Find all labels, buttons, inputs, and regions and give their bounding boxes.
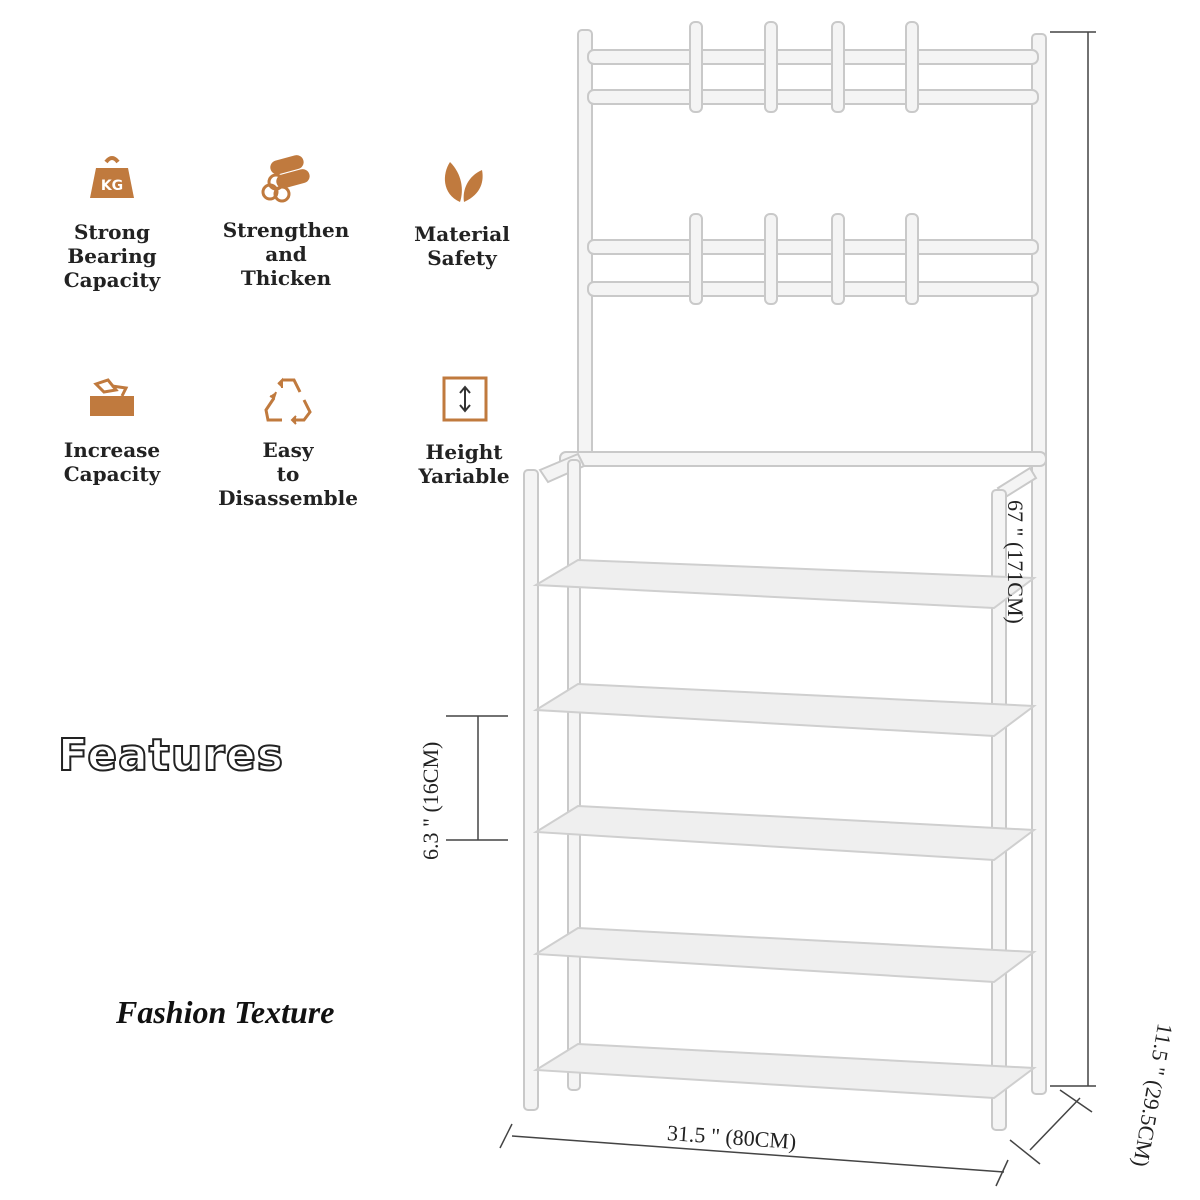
features-title: Features [57, 729, 284, 782]
feature-label: Material Safety [414, 222, 510, 270]
feature-strengthen: Strengthen and Thicken [206, 150, 366, 290]
feature-label: Strong Bearing Capacity [63, 220, 161, 292]
logs-icon [261, 155, 310, 203]
feature-increase-capacity: Increase Capacity [32, 370, 192, 486]
shelf-gap-dimension-label: 6.3 " (16CM) [418, 741, 443, 860]
feature-label: Easy to Disassemble [218, 438, 358, 510]
fashion-texture-caption: Fashion Texture [116, 994, 335, 1030]
height-arrows-icon [442, 376, 488, 422]
feature-material-safety: Material Safety [382, 154, 542, 270]
kg-text: KG [101, 178, 123, 194]
feature-height-variable: Height Yariable [384, 372, 544, 488]
kg-weight-icon: KG [90, 156, 134, 198]
feature-strong-bearing: KG Strong Bearing Capacity [32, 152, 192, 292]
height-dimension-label: 67 " (171CM) [1003, 500, 1028, 624]
feature-label: Increase Capacity [63, 438, 161, 486]
leaf-icon [444, 162, 483, 202]
recycle-icon [264, 377, 312, 425]
feature-label: Strengthen and Thicken [222, 218, 350, 290]
box-icon [90, 378, 134, 416]
feature-easy-disassemble: Easy to Disassemble [208, 370, 368, 510]
feature-label: Height Yariable [418, 440, 510, 488]
